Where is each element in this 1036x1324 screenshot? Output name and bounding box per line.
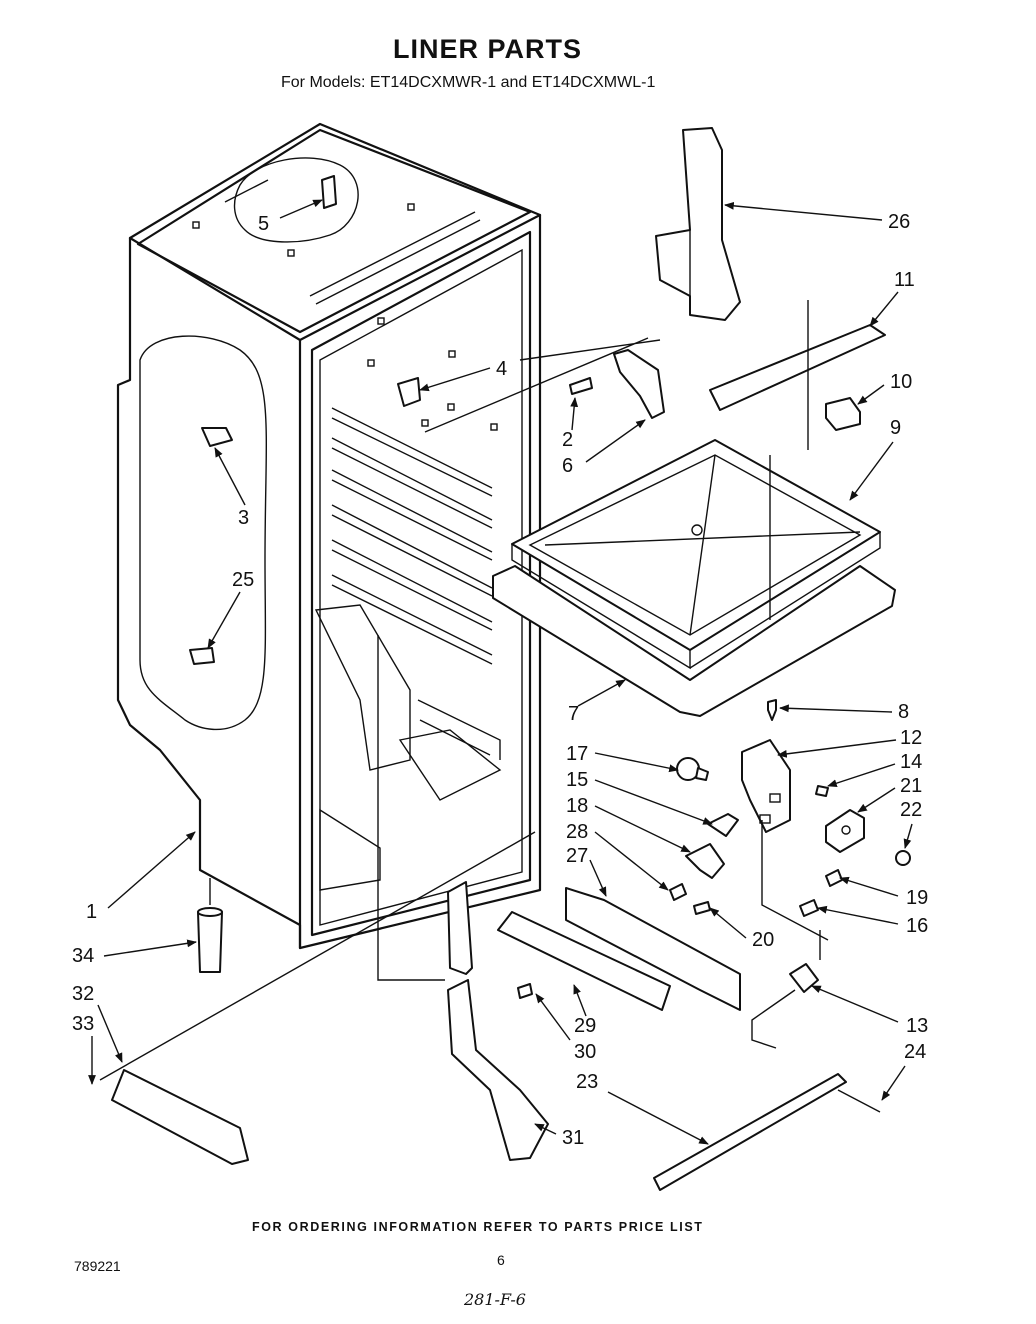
callout-3: 3 bbox=[238, 507, 249, 529]
callout-33: 33 bbox=[72, 1013, 94, 1035]
assembly-lines bbox=[99, 300, 881, 1113]
callout-19: 19 bbox=[906, 887, 928, 909]
ordering-note: FOR ORDERING INFORMATION REFER TO PARTS … bbox=[252, 1220, 704, 1234]
callout-28: 28 bbox=[566, 821, 588, 843]
bracket-6 bbox=[613, 349, 665, 419]
bulb-17 bbox=[676, 757, 709, 781]
switch-19 bbox=[825, 869, 843, 887]
screw-30 bbox=[517, 983, 533, 999]
callout-20: 20 bbox=[752, 929, 774, 951]
page-title: LINER PARTS bbox=[393, 34, 583, 64]
callout-22: 22 bbox=[900, 799, 922, 821]
thermostat-13 bbox=[751, 963, 819, 1049]
base-rail-32 bbox=[111, 1069, 249, 1165]
bracket-10 bbox=[825, 397, 861, 431]
leader-lines bbox=[88, 199, 913, 1145]
callout-15: 15 bbox=[566, 769, 588, 791]
callout-23: 23 bbox=[576, 1071, 598, 1093]
callout-13: 13 bbox=[906, 1015, 928, 1037]
control-housing-12 bbox=[741, 739, 791, 833]
callout-29: 29 bbox=[574, 1015, 596, 1037]
callout-5: 5 bbox=[258, 213, 269, 235]
door-shelf-9 bbox=[511, 439, 881, 670]
callout-4: 4 bbox=[496, 358, 507, 380]
model-number-1: ET14DCXMWR-1 bbox=[369, 74, 497, 91]
knob-22 bbox=[895, 850, 911, 866]
hinge-29 bbox=[497, 911, 671, 1011]
door-liner-7 bbox=[492, 565, 896, 717]
screw-14 bbox=[815, 785, 829, 797]
clip-25 bbox=[189, 647, 215, 665]
cover-11 bbox=[709, 324, 886, 411]
base-rail-23 bbox=[653, 1073, 847, 1191]
screw-20 bbox=[693, 901, 711, 915]
model-number-2: ET14DCXMWL-1 bbox=[531, 74, 656, 91]
duct-26 bbox=[655, 127, 741, 321]
callout-16: 16 bbox=[906, 915, 928, 937]
document-number: 789221 bbox=[74, 1258, 121, 1274]
bracket-18 bbox=[685, 843, 725, 879]
leveler-34 bbox=[197, 907, 223, 973]
callout-9: 9 bbox=[890, 417, 901, 439]
callout-labels: 5 4 2 6 3 25 26 11 10 9 7 8 12 17 14 15 … bbox=[72, 211, 928, 1149]
callout-31: 31 bbox=[562, 1127, 584, 1149]
callout-11: 11 bbox=[894, 269, 915, 291]
lamp-3 bbox=[201, 427, 233, 447]
callout-2: 2 bbox=[562, 429, 573, 451]
callout-34: 34 bbox=[72, 945, 94, 967]
models-subtitle: For Models: ET14DCXMWR-1 and ET14DCXMWL-… bbox=[281, 74, 655, 92]
handwritten-reference: 281-F-6 bbox=[464, 1290, 526, 1309]
callout-30: 30 bbox=[574, 1041, 596, 1063]
models-prefix: For Models: bbox=[281, 74, 366, 91]
callout-6: 6 bbox=[562, 455, 573, 477]
callout-18: 18 bbox=[566, 795, 588, 817]
knob-housing-21 bbox=[825, 809, 865, 853]
callout-27: 27 bbox=[566, 845, 588, 867]
cabinet-liner bbox=[116, 122, 542, 950]
callout-12: 12 bbox=[900, 727, 922, 749]
screw-2 bbox=[569, 377, 593, 395]
callout-21: 21 bbox=[900, 775, 922, 797]
models-conjunction: and bbox=[500, 74, 528, 91]
callout-17: 17 bbox=[566, 743, 588, 765]
socket-15 bbox=[707, 813, 739, 837]
callout-1: 1 bbox=[86, 901, 97, 923]
page-number: 6 bbox=[497, 1252, 505, 1268]
screw-28 bbox=[669, 883, 687, 901]
callout-26: 26 bbox=[888, 211, 910, 233]
callout-24: 24 bbox=[904, 1041, 926, 1063]
trim-31 bbox=[447, 881, 549, 1161]
callout-10: 10 bbox=[890, 371, 912, 393]
screw-8 bbox=[767, 699, 777, 721]
screw-5 bbox=[321, 175, 337, 209]
callout-14: 14 bbox=[900, 751, 922, 773]
bracket-4 bbox=[397, 377, 421, 407]
switch-16 bbox=[799, 899, 819, 917]
hinge-bracket-27 bbox=[565, 887, 741, 1011]
callout-32: 32 bbox=[72, 983, 94, 1005]
callout-7: 7 bbox=[568, 703, 579, 725]
callout-25: 25 bbox=[232, 569, 254, 591]
callout-8: 8 bbox=[898, 701, 909, 723]
